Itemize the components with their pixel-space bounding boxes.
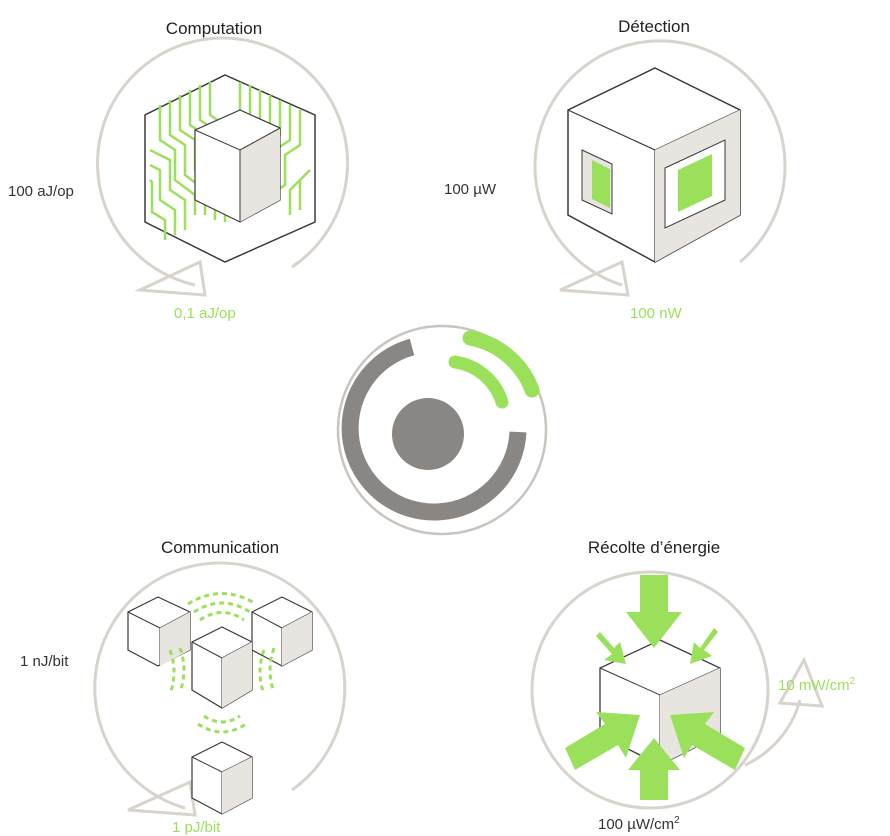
- harvesting-before-value: 100 µW/cm2: [598, 815, 680, 833]
- computation-before-value: 100 aJ/op: [8, 183, 74, 200]
- harvesting-before-exponent: 2: [674, 815, 680, 826]
- detection-before-value: 100 µW: [444, 181, 497, 198]
- harvesting-panel: Récolte d’énergie 100 µW/cm2: [530, 538, 856, 833]
- detection-title: Détection: [618, 17, 690, 36]
- harvesting-after-value: 10 mW/cm2: [778, 676, 856, 694]
- harvesting-arrow-icon: [777, 656, 825, 708]
- network-cube-right-icon: [251, 596, 313, 667]
- logo-gray-arc: [341, 338, 527, 521]
- logo-green-arc-inner: [448, 355, 509, 409]
- detection-arrow-icon: [559, 259, 630, 297]
- detection-cycle-arc: [533, 39, 787, 287]
- detection-panel: Détection 100 µW 100 nW: [444, 17, 787, 322]
- signal-waves-icon: [168, 592, 276, 734]
- computation-arrow-icon: [134, 259, 207, 297]
- communication-cycle-arc: [93, 561, 347, 810]
- communication-after-value: 1 pJ/bit: [172, 819, 221, 836]
- harvesting-after-exponent: 2: [850, 676, 856, 687]
- center-logo: [336, 324, 548, 536]
- harvesting-title: Récolte d’énergie: [588, 538, 720, 557]
- detection-after-value: 100 nW: [630, 305, 683, 322]
- harvesting-after-unit: 10 mW/cm: [778, 677, 850, 694]
- network-cube-bottom-icon: [191, 741, 253, 815]
- network-cube-left-icon: [127, 596, 191, 667]
- communication-title: Communication: [161, 538, 279, 557]
- harvesting-cycle-circle: [530, 570, 770, 810]
- sensor-cube-icon: [567, 67, 741, 263]
- computation-panel: Computation: [8, 19, 350, 322]
- computation-cycle-arc: [96, 36, 350, 287]
- communication-panel: Communication: [20, 538, 347, 836]
- network-cube-center-icon: [191, 626, 253, 709]
- computation-cube-icon: [144, 74, 316, 263]
- logo-core-dot: [392, 398, 464, 470]
- computation-title: Computation: [166, 19, 262, 38]
- harvesting-cycle-arc: [744, 699, 802, 767]
- harvesting-before-unit: 100 µW/cm: [598, 816, 674, 833]
- computation-after-value: 0,1 aJ/op: [174, 305, 236, 322]
- communication-before-value: 1 nJ/bit: [20, 653, 69, 670]
- logo-green-arc-outer: [462, 330, 540, 398]
- energy-arrows-icon: [565, 575, 745, 800]
